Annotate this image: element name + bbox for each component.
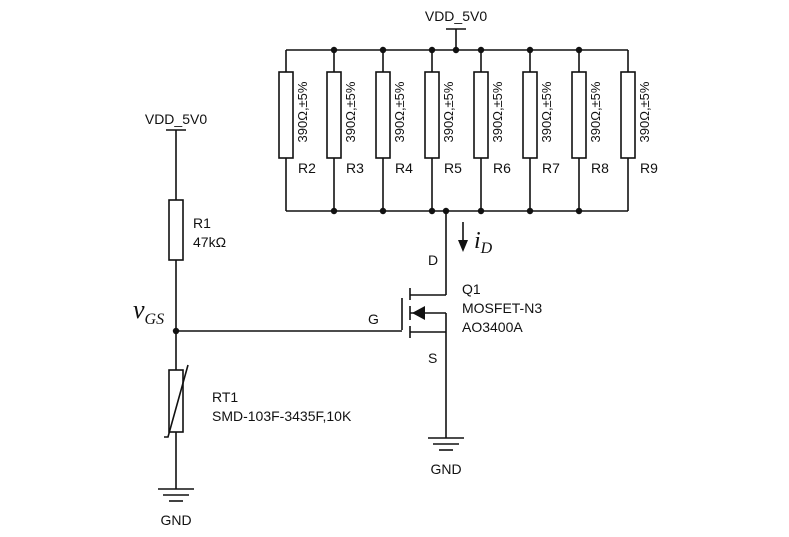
resistor-ref: R6 (493, 160, 511, 176)
resistor-ref: R7 (542, 160, 560, 176)
resistor-value: 390Ω,±5% (637, 81, 652, 142)
pin-d-label: D (428, 252, 438, 268)
resistor-ref: R3 (346, 160, 364, 176)
resistor-body (522, 71, 538, 159)
id-label: iD (474, 228, 493, 257)
resistor-r9: 390Ω,±5% R9 (620, 50, 658, 211)
gnd-left-label: GND (160, 512, 191, 528)
resistor-value: 390Ω,±5% (343, 81, 358, 142)
junction-dot (172, 327, 180, 335)
current-arrow (458, 222, 468, 252)
r1-ref: R1 (193, 215, 211, 231)
pin-s-label: S (428, 350, 437, 366)
resistor-body (571, 71, 587, 159)
resistor-value: 390Ω,±5% (392, 81, 407, 142)
gate-net: vGS (133, 295, 402, 335)
resistor-r7: 390Ω,±5% R7 (522, 46, 560, 215)
drain-net: iD (442, 207, 493, 295)
r1-value: 47kΩ (193, 234, 226, 250)
junction-dot (379, 46, 387, 54)
resistor-ref: R2 (298, 160, 316, 176)
q1-ref: Q1 (462, 281, 481, 297)
junction-dot (575, 207, 583, 215)
junction-dot (428, 46, 436, 54)
resistor-r8: 390Ω,±5% R8 (571, 46, 609, 215)
resistor-value: 390Ω,±5% (490, 81, 505, 142)
junction-dot (442, 207, 450, 215)
q1-part: AO3400A (462, 319, 523, 335)
gnd-left-symbol: GND (158, 488, 194, 528)
gnd-mosfet-symbol: GND (428, 437, 464, 477)
pin-g-label: G (368, 311, 379, 327)
resistor-value: 390Ω,±5% (295, 81, 310, 142)
resistor-body (620, 71, 636, 159)
resistor-body (278, 71, 294, 159)
vgs-label: vGS (133, 295, 164, 328)
resistor-ref: R9 (640, 160, 658, 176)
resistor-r1: R1 47kΩ (168, 199, 226, 370)
resistor-r6: 390Ω,±5% R6 (473, 46, 511, 215)
junction-dot (526, 207, 534, 215)
junction-dot (330, 46, 338, 54)
junction-dot (452, 46, 460, 54)
rt1-ref: RT1 (212, 389, 238, 405)
rt1-value: SMD-103F-3435F,10K (212, 408, 352, 424)
resistor-r5: 390Ω,±5% R5 (424, 46, 462, 215)
r1-body (168, 199, 184, 261)
junction-dot (575, 46, 583, 54)
rt1-body (168, 369, 184, 433)
resistor-r2: 390Ω,±5% R2 (278, 50, 316, 211)
resistor-ref: R5 (444, 160, 462, 176)
resistor-value: 390Ω,±5% (441, 81, 456, 142)
junction-dot (379, 207, 387, 215)
junction-dot (330, 207, 338, 215)
resistor-value: 390Ω,±5% (588, 81, 603, 142)
resistor-ref: R8 (591, 160, 609, 176)
vdd-left-label: VDD_5V0 (145, 111, 207, 127)
vdd-top-symbol: VDD_5V0 (425, 8, 487, 50)
gnd-mosfet-label: GND (430, 461, 461, 477)
resistor-value: 390Ω,±5% (539, 81, 554, 142)
thermistor-slash (164, 364, 189, 438)
vdd-left-symbol: VDD_5V0 (145, 111, 207, 200)
vdd-top-label: VDD_5V0 (425, 8, 487, 24)
resistor-r4: 390Ω,±5% R4 (375, 46, 413, 215)
q1-type: MOSFET-N3 (462, 300, 542, 316)
resistor-body (473, 71, 489, 159)
resistor-bank: 390Ω,±5% R2 390Ω,±5% R3 390Ω,±5% R4 390Ω,±5% R5… (278, 46, 658, 215)
resistor-ref: R4 (395, 160, 413, 176)
resistor-body (375, 71, 391, 159)
thermistor-rt1: RT1 SMD-103F-3435F,10K (164, 364, 352, 489)
junction-dot (477, 207, 485, 215)
mosfet-q1: D G S Q1 MOSFET-N3 AO3400A (368, 252, 542, 438)
resistor-body (424, 71, 440, 159)
resistor-body (326, 71, 342, 159)
junction-dot (428, 207, 436, 215)
junction-dot (477, 46, 485, 54)
resistor-r3: 390Ω,±5% R3 (326, 46, 364, 215)
body-diode-arrow (412, 306, 425, 320)
junction-dot (526, 46, 534, 54)
